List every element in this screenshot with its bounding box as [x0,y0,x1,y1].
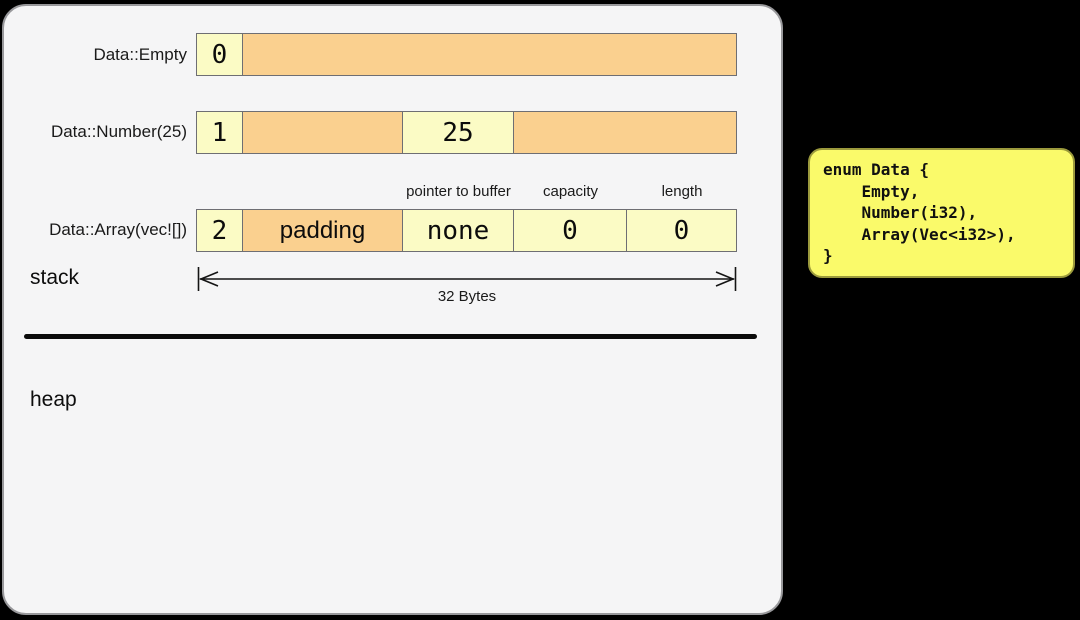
row-label-data-array: Data::Array(vec![]) [49,220,187,239]
code-line: enum Data { [823,160,929,179]
tag-value: 2 [211,215,228,246]
cell-padding: padding [243,209,403,252]
cell-unused [514,111,737,154]
header-capacity: capacity [542,183,599,200]
pointer-value: none [426,215,490,246]
tag-value: 0 [211,39,228,70]
memory-diagram-panel [2,4,783,615]
cell-capacity: 0 [514,209,627,252]
tag-value: 1 [211,117,228,148]
field-headers: pointer to buffer capacity length [403,183,737,200]
padding-label: padding [279,216,366,244]
header-length: length [661,183,703,200]
length-value: 0 [673,215,690,246]
memory-row-data-empty: 0 [196,33,737,76]
enum-code-box: enum Data { Empty, Number(i32), Array(Ve… [808,148,1075,278]
code-line: } [823,246,833,265]
cell-padding [243,111,403,154]
cell-pointer-to-buffer: none [403,209,514,252]
cell-tag: 1 [196,111,243,154]
cell-tag: 0 [196,33,243,76]
stack-label: stack [30,266,80,289]
dimension-caption: 32 Bytes [437,288,497,305]
row-label-data-number: Data::Number(25) [50,122,187,141]
cell-unused [243,33,737,76]
header-pointer-to-buffer: pointer to buffer [406,183,511,200]
code-line: Number(i32), [823,203,978,222]
row-label-data-empty: Data::Empty [93,45,187,64]
cell-number-value: 25 [403,111,514,154]
stack-heap-divider [24,334,757,339]
cell-tag: 2 [196,209,243,252]
capacity-value: 0 [562,215,578,246]
memory-row-data-number: 1 25 [196,111,737,154]
code-line: Array(Vec<i32>), [823,224,1016,244]
memory-row-data-array: 2 padding none 0 0 [196,209,737,252]
dimension-arrow [197,267,737,291]
number-value: 25 [442,117,474,148]
cell-length: 0 [627,209,737,252]
code-line: Empty, [823,181,920,201]
heap-label: heap [30,388,77,411]
